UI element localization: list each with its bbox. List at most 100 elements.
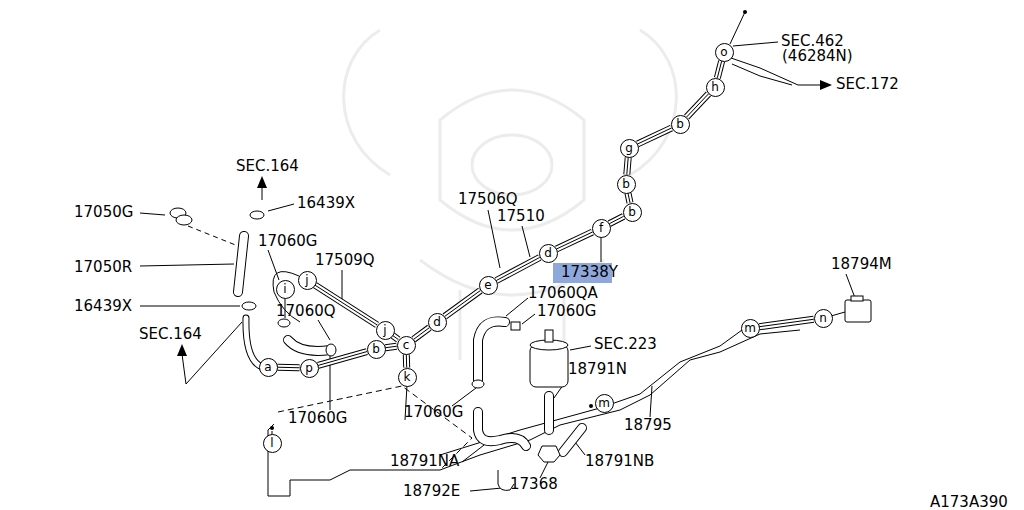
- location-marker: m: [741, 319, 760, 338]
- tube-stroke: [393, 336, 399, 340]
- location-marker: i: [276, 280, 295, 299]
- marker-letter: b: [676, 118, 684, 130]
- harness: [831, 312, 845, 316]
- part-number: 17368: [510, 477, 558, 492]
- part-number: A173A390: [930, 495, 1008, 510]
- fuel-tube: [393, 336, 399, 340]
- part-number: SEC.462: [781, 34, 844, 49]
- tube-stroke: [609, 216, 623, 223]
- part-number: 17506Q: [458, 192, 518, 207]
- part-number: 16439X: [297, 196, 355, 211]
- marker-letter: m: [598, 397, 610, 409]
- marker-letter: i: [283, 283, 286, 295]
- tube-stroke: [557, 232, 593, 249]
- part-number: 17060G: [288, 411, 347, 426]
- part-number: 17510: [497, 209, 545, 224]
- tube-stroke: [557, 232, 593, 249]
- leader-line: [650, 386, 652, 417]
- fuel-tube: [414, 328, 430, 340]
- tube-stroke: [277, 367, 299, 369]
- fuel-tube: [759, 319, 813, 326]
- part-number: 18791NB: [585, 454, 654, 469]
- tube-stroke: [687, 94, 709, 117]
- leader-line: [522, 226, 530, 257]
- part-number: (46284N): [782, 49, 853, 64]
- tube-stroke: [445, 291, 481, 317]
- tube-stroke: [277, 365, 299, 371]
- location-marker: m: [595, 394, 614, 413]
- tube-stroke: [385, 346, 396, 347]
- part-number: 17050G: [74, 205, 133, 220]
- connector: [851, 296, 863, 301]
- hose: [238, 236, 244, 292]
- leader-line: [846, 274, 855, 298]
- tube-stroke: [717, 61, 721, 78]
- fuel-tube: [627, 157, 628, 174]
- marker-letter: p: [305, 362, 313, 374]
- part-number: 17060Q: [276, 304, 336, 319]
- tube-stroke: [717, 61, 721, 78]
- watermark: [472, 135, 552, 195]
- fuel-tube: [557, 232, 593, 249]
- leader-line: [140, 264, 234, 266]
- clamp: [250, 211, 264, 219]
- pipe: [730, 12, 745, 44]
- location-marker: b: [617, 175, 636, 194]
- tube-stroke: [628, 193, 630, 202]
- marker-letter: f: [599, 222, 603, 234]
- pipe: [732, 64, 792, 85]
- connector: [845, 300, 871, 322]
- location-marker: k: [398, 368, 417, 387]
- canister: [545, 330, 553, 342]
- marker-letter: c: [403, 339, 410, 351]
- marker-letter: b: [372, 343, 380, 355]
- clamp: [242, 302, 256, 310]
- marker-letter: a: [264, 361, 271, 373]
- location-marker: e: [479, 276, 498, 295]
- marker-letter: g: [625, 142, 633, 154]
- tube-stroke: [406, 354, 407, 367]
- part-number: 17060G: [258, 234, 317, 249]
- marker-letter: b: [628, 206, 636, 218]
- arrowhead: [257, 176, 267, 188]
- tube-stroke: [318, 352, 367, 366]
- tube-stroke: [687, 94, 709, 117]
- leader-line: [733, 42, 778, 46]
- leader-line: [140, 213, 165, 215]
- hose: [288, 340, 330, 351]
- tube-stroke: [404, 354, 409, 367]
- leader-line: [268, 250, 279, 280]
- tube-stroke: [717, 61, 721, 78]
- location-marker: p: [300, 359, 319, 378]
- location-marker: n: [814, 309, 833, 328]
- clamp: [472, 380, 484, 388]
- location-marker: h: [706, 78, 725, 97]
- hose: [478, 412, 526, 446]
- fuel-tube: [609, 216, 623, 223]
- fuel-tube: [318, 352, 367, 366]
- part-number: 18794M: [831, 257, 892, 272]
- arrow-line: [798, 85, 822, 86]
- location-marker: b: [623, 203, 642, 222]
- hose: [478, 321, 505, 380]
- hose: [545, 396, 553, 430]
- dot: [589, 404, 593, 408]
- part-number: 18795: [624, 418, 672, 433]
- tube-stroke: [496, 257, 539, 280]
- tube-stroke: [627, 157, 628, 174]
- harness: [440, 330, 742, 455]
- arrowheads: [177, 10, 832, 430]
- location-marker: l: [263, 434, 282, 453]
- part-number: 17338Y: [561, 265, 618, 280]
- leader-line: [540, 462, 548, 478]
- marker-letter: d: [433, 316, 441, 328]
- part-number: 16439X: [74, 299, 132, 314]
- tube-stroke: [628, 193, 630, 202]
- leader-line: [140, 306, 240, 307]
- leader-line: [470, 488, 502, 491]
- fuel-tube: [687, 94, 709, 117]
- marker-letter: j: [383, 324, 386, 336]
- tube-stroke: [385, 346, 396, 347]
- part-number: 17509Q: [315, 253, 375, 268]
